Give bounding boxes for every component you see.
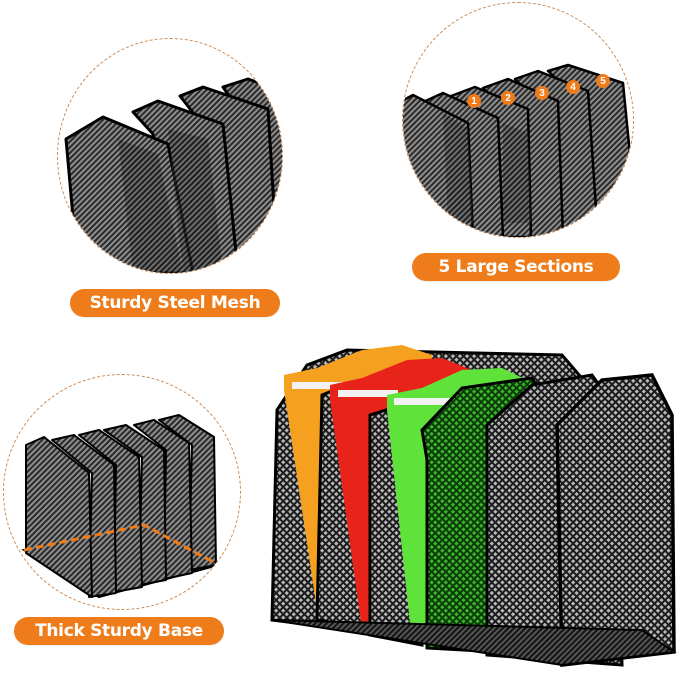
section-badge-3: 3 (535, 86, 549, 100)
mesh-dividers-closeup-image (64, 77, 282, 273)
section-badge-4: 4 (566, 80, 580, 94)
sturdy-steel-mesh-label: Sturdy Steel Mesh (70, 289, 280, 317)
thick-sturdy-base-label: Thick Sturdy Base (14, 617, 224, 645)
five-large-sections-label: 5 Large Sections (412, 253, 620, 281)
mesh-closeup-circle (57, 38, 283, 274)
section-badge-1: 1 (467, 94, 481, 108)
base-closeup-circle (3, 374, 241, 610)
sections-closeup-circle: 1 2 3 4 5 (402, 2, 634, 238)
five-sections-closeup-image (403, 63, 633, 237)
section-badge-2: 2 (501, 91, 515, 105)
sturdy-base-closeup-image (21, 414, 222, 599)
section-badge-5: 5 (596, 74, 610, 88)
product-main-image (262, 330, 679, 676)
